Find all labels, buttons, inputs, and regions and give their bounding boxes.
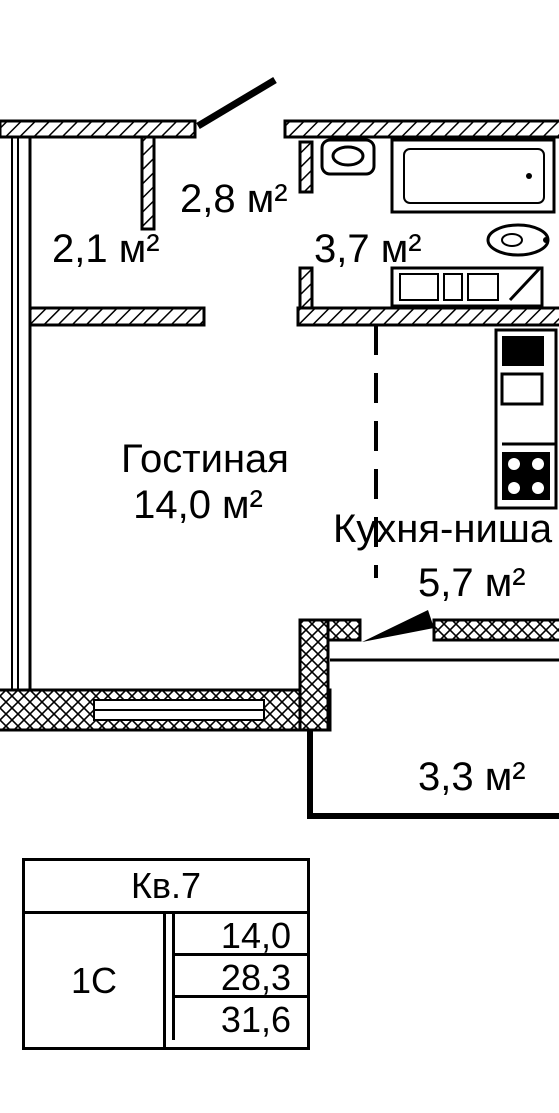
wall-bottom [0,688,332,732]
bathtub-icon [390,138,556,214]
entrance-door [196,76,277,130]
floor-plan: 2,1 м² 2,8 м² 3,7 м² Гостиная 14,0 м² Ку… [0,76,559,819]
balcony-door [362,610,434,642]
kitchen-name-label: Кухня-ниша [333,507,553,551]
bathroom-area-label: 3,7 м² [314,227,422,271]
wall-living-top-left [28,306,206,327]
living-name-label: Гостиная [121,437,289,481]
area-values: 14,0 28,3 31,6 [166,914,307,1047]
balcony-area-label: 3,3 м² [418,755,526,799]
apartment-summary-table: Кв.7 1С 14,0 28,3 31,6 [22,858,310,1050]
wall-left [0,135,32,694]
total-with-balcony-value: 31,6 [172,998,307,1040]
kitchen-appliances [494,328,558,510]
wall-bathroom-left [298,140,314,194]
wall-top-left [0,119,197,139]
wall-balcony [298,618,559,819]
living-area-label: 14,0 м² [133,483,263,527]
wall-top-right [283,119,559,139]
sink-icon [486,223,550,257]
living-area-value: 14,0 [172,914,307,956]
apartment-number: Кв.7 [25,861,307,914]
kitchen-area-label: 5,7 м² [418,561,526,605]
corridor-area-label: 2,8 м² [180,177,288,221]
total-area-value: 28,3 [172,956,307,998]
apartment-type: 1С [25,914,166,1047]
hall-area-label: 2,1 м² [52,227,160,271]
wall-hall-partition [140,135,156,231]
wall-bathroom-left-lower [298,266,314,310]
wall-living-top-right [296,306,559,327]
bathroom-cabinets [390,266,544,308]
toilet-icon [320,138,376,176]
